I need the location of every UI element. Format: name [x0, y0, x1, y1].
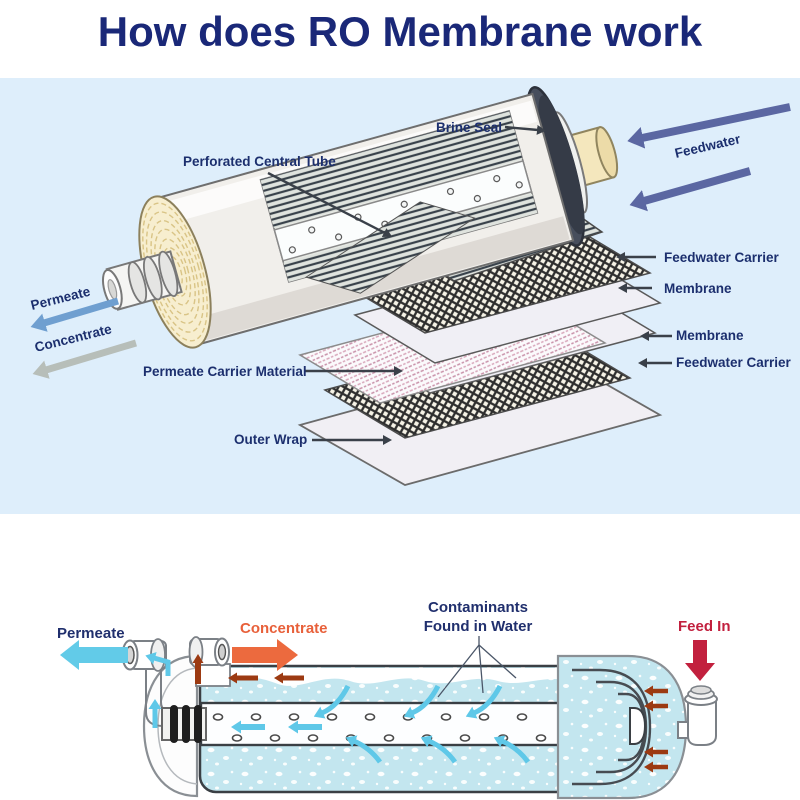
contaminants-label-line1: Contaminants: [428, 599, 528, 616]
roll-step-1: [572, 668, 652, 786]
permeate-pipe: [145, 669, 165, 727]
outer-wrap-label: Outer Wrap: [234, 432, 307, 447]
permeate-arrow-top: [30, 297, 119, 332]
feedwater-carrier-label-bottom: Feedwater Carrier: [676, 355, 792, 370]
exploded-membrane-illustration: Brine Seal Feedwater Perforated Central …: [29, 86, 792, 486]
contaminants-label-line2: Found in Water: [424, 618, 533, 635]
feedwater-arrow-1: [627, 103, 791, 149]
perforated-central-tube-label: Perforated Central Tube: [183, 154, 336, 169]
concentrate-port: [195, 663, 231, 687]
vessel-right-cap: [556, 654, 688, 800]
contaminants-pointer-lines: [437, 636, 517, 698]
concentrate-flow-arrows: [192, 654, 668, 773]
membrane-label-top: Membrane: [664, 281, 732, 296]
feedwater-arrow-2: [629, 167, 752, 212]
feed-in-label: Feed In: [678, 618, 731, 635]
concentrate-arrow-top: [32, 339, 138, 379]
feed-water-top-channel: [203, 676, 652, 704]
permeate-label-bottom: Permeate: [57, 625, 125, 642]
permeate-flow-arrows: [145, 652, 531, 764]
tube-right-end: [629, 707, 647, 745]
membrane-label-bottom: Membrane: [676, 328, 744, 343]
label-pointer-arrows: [267, 124, 672, 445]
permeate-carrier-material-label: Permeate Carrier Material: [143, 364, 307, 379]
feed-fitting: [687, 699, 717, 746]
roll-step-2: [596, 680, 648, 774]
concentrate-label-bottom: Concentrate: [240, 620, 328, 637]
page-title: How does RO Membrane work: [98, 8, 703, 55]
feedwater-carrier-label-top: Feedwater Carrier: [664, 250, 780, 265]
membrane-cylinder: [101, 86, 619, 349]
peeling-membrane-leaf: [304, 201, 476, 294]
brine-seal-label: Brine Seal: [436, 120, 502, 135]
membrane-operation-illustration: Permeate Concentrate Contaminants Found …: [57, 599, 731, 800]
